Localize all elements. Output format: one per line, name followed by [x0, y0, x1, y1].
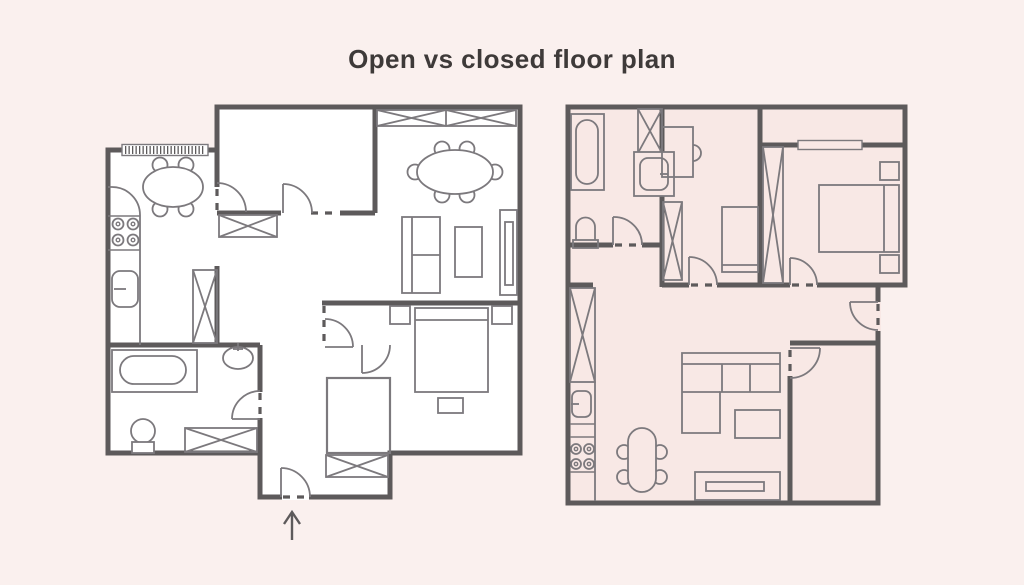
office-door-arc — [688, 256, 718, 286]
living-dining-room — [376, 109, 518, 296]
hall-door-arc — [324, 318, 354, 348]
sink-icon — [222, 343, 254, 370]
closet-icon — [184, 427, 258, 453]
closed-floor-plan — [565, 104, 908, 506]
office-room — [661, 126, 759, 281]
closet-icon — [192, 269, 218, 344]
front-door-arc — [280, 467, 311, 498]
closet-icon — [662, 201, 683, 281]
sink-icon — [571, 390, 592, 418]
living-room — [681, 352, 781, 501]
stove-icon — [570, 443, 595, 470]
bedroom-door-arc — [361, 344, 391, 374]
closet-icon — [218, 214, 278, 238]
window-icon — [797, 139, 863, 151]
closed-plan-door-openings — [615, 243, 880, 374]
entry-door-arc — [282, 183, 313, 214]
room-door-arc — [789, 347, 821, 379]
cabinet — [721, 206, 759, 273]
fridge-icon — [111, 270, 139, 308]
nightstand — [879, 161, 900, 181]
kitchen-counter — [108, 186, 141, 345]
door-arcs-closed-plan — [612, 216, 879, 379]
kitchen-door-arc — [216, 182, 247, 213]
toilet-icon — [130, 418, 156, 454]
toilet-icon — [572, 216, 599, 249]
entrance-arrow-icon — [283, 509, 301, 540]
bathroom-door-arc — [612, 216, 643, 246]
dining-table — [406, 140, 504, 204]
page-title: Open vs closed floor plan — [348, 44, 676, 74]
sectional-sofa — [681, 352, 781, 434]
kitchen-dining-table — [142, 156, 204, 218]
bedroom — [325, 305, 513, 455]
sofa — [401, 216, 441, 294]
closed-plan-inner-walls — [568, 107, 905, 503]
bathroom — [111, 343, 258, 454]
wardrobe-strip — [376, 109, 517, 127]
bedroom — [762, 146, 900, 284]
bathtub-icon — [570, 113, 605, 191]
kitchen — [108, 156, 218, 345]
open-plan-door-openings — [215, 189, 339, 499]
closet-icon — [325, 454, 389, 478]
bed — [414, 307, 489, 393]
window-icon — [121, 143, 209, 157]
armchair — [454, 226, 483, 278]
open-floor-plan — [105, 104, 523, 540]
bedroom-door-arc — [789, 257, 818, 286]
dining-table — [616, 427, 668, 493]
nightstand — [879, 254, 900, 274]
bed — [818, 184, 900, 253]
stove-icon — [108, 215, 140, 251]
bathroom-door-arc — [231, 390, 261, 420]
nightstand — [491, 305, 513, 325]
window-bench — [499, 209, 518, 296]
pantry-closet-icon — [569, 287, 596, 383]
balcony-door-arc — [849, 301, 879, 331]
desk — [661, 126, 702, 178]
kitchen — [569, 287, 668, 501]
nightstand — [389, 305, 411, 325]
tv-console — [694, 471, 781, 501]
closed-plan-outline — [565, 104, 908, 506]
bathtub-icon — [111, 349, 198, 393]
bathroom — [570, 108, 675, 249]
door-arcs-open-plan — [216, 182, 391, 498]
rug — [437, 397, 464, 414]
wardrobe — [325, 376, 392, 455]
wardrobe-closet-icon — [762, 146, 784, 284]
coffee-table — [734, 409, 781, 439]
sink-icon — [633, 151, 675, 197]
